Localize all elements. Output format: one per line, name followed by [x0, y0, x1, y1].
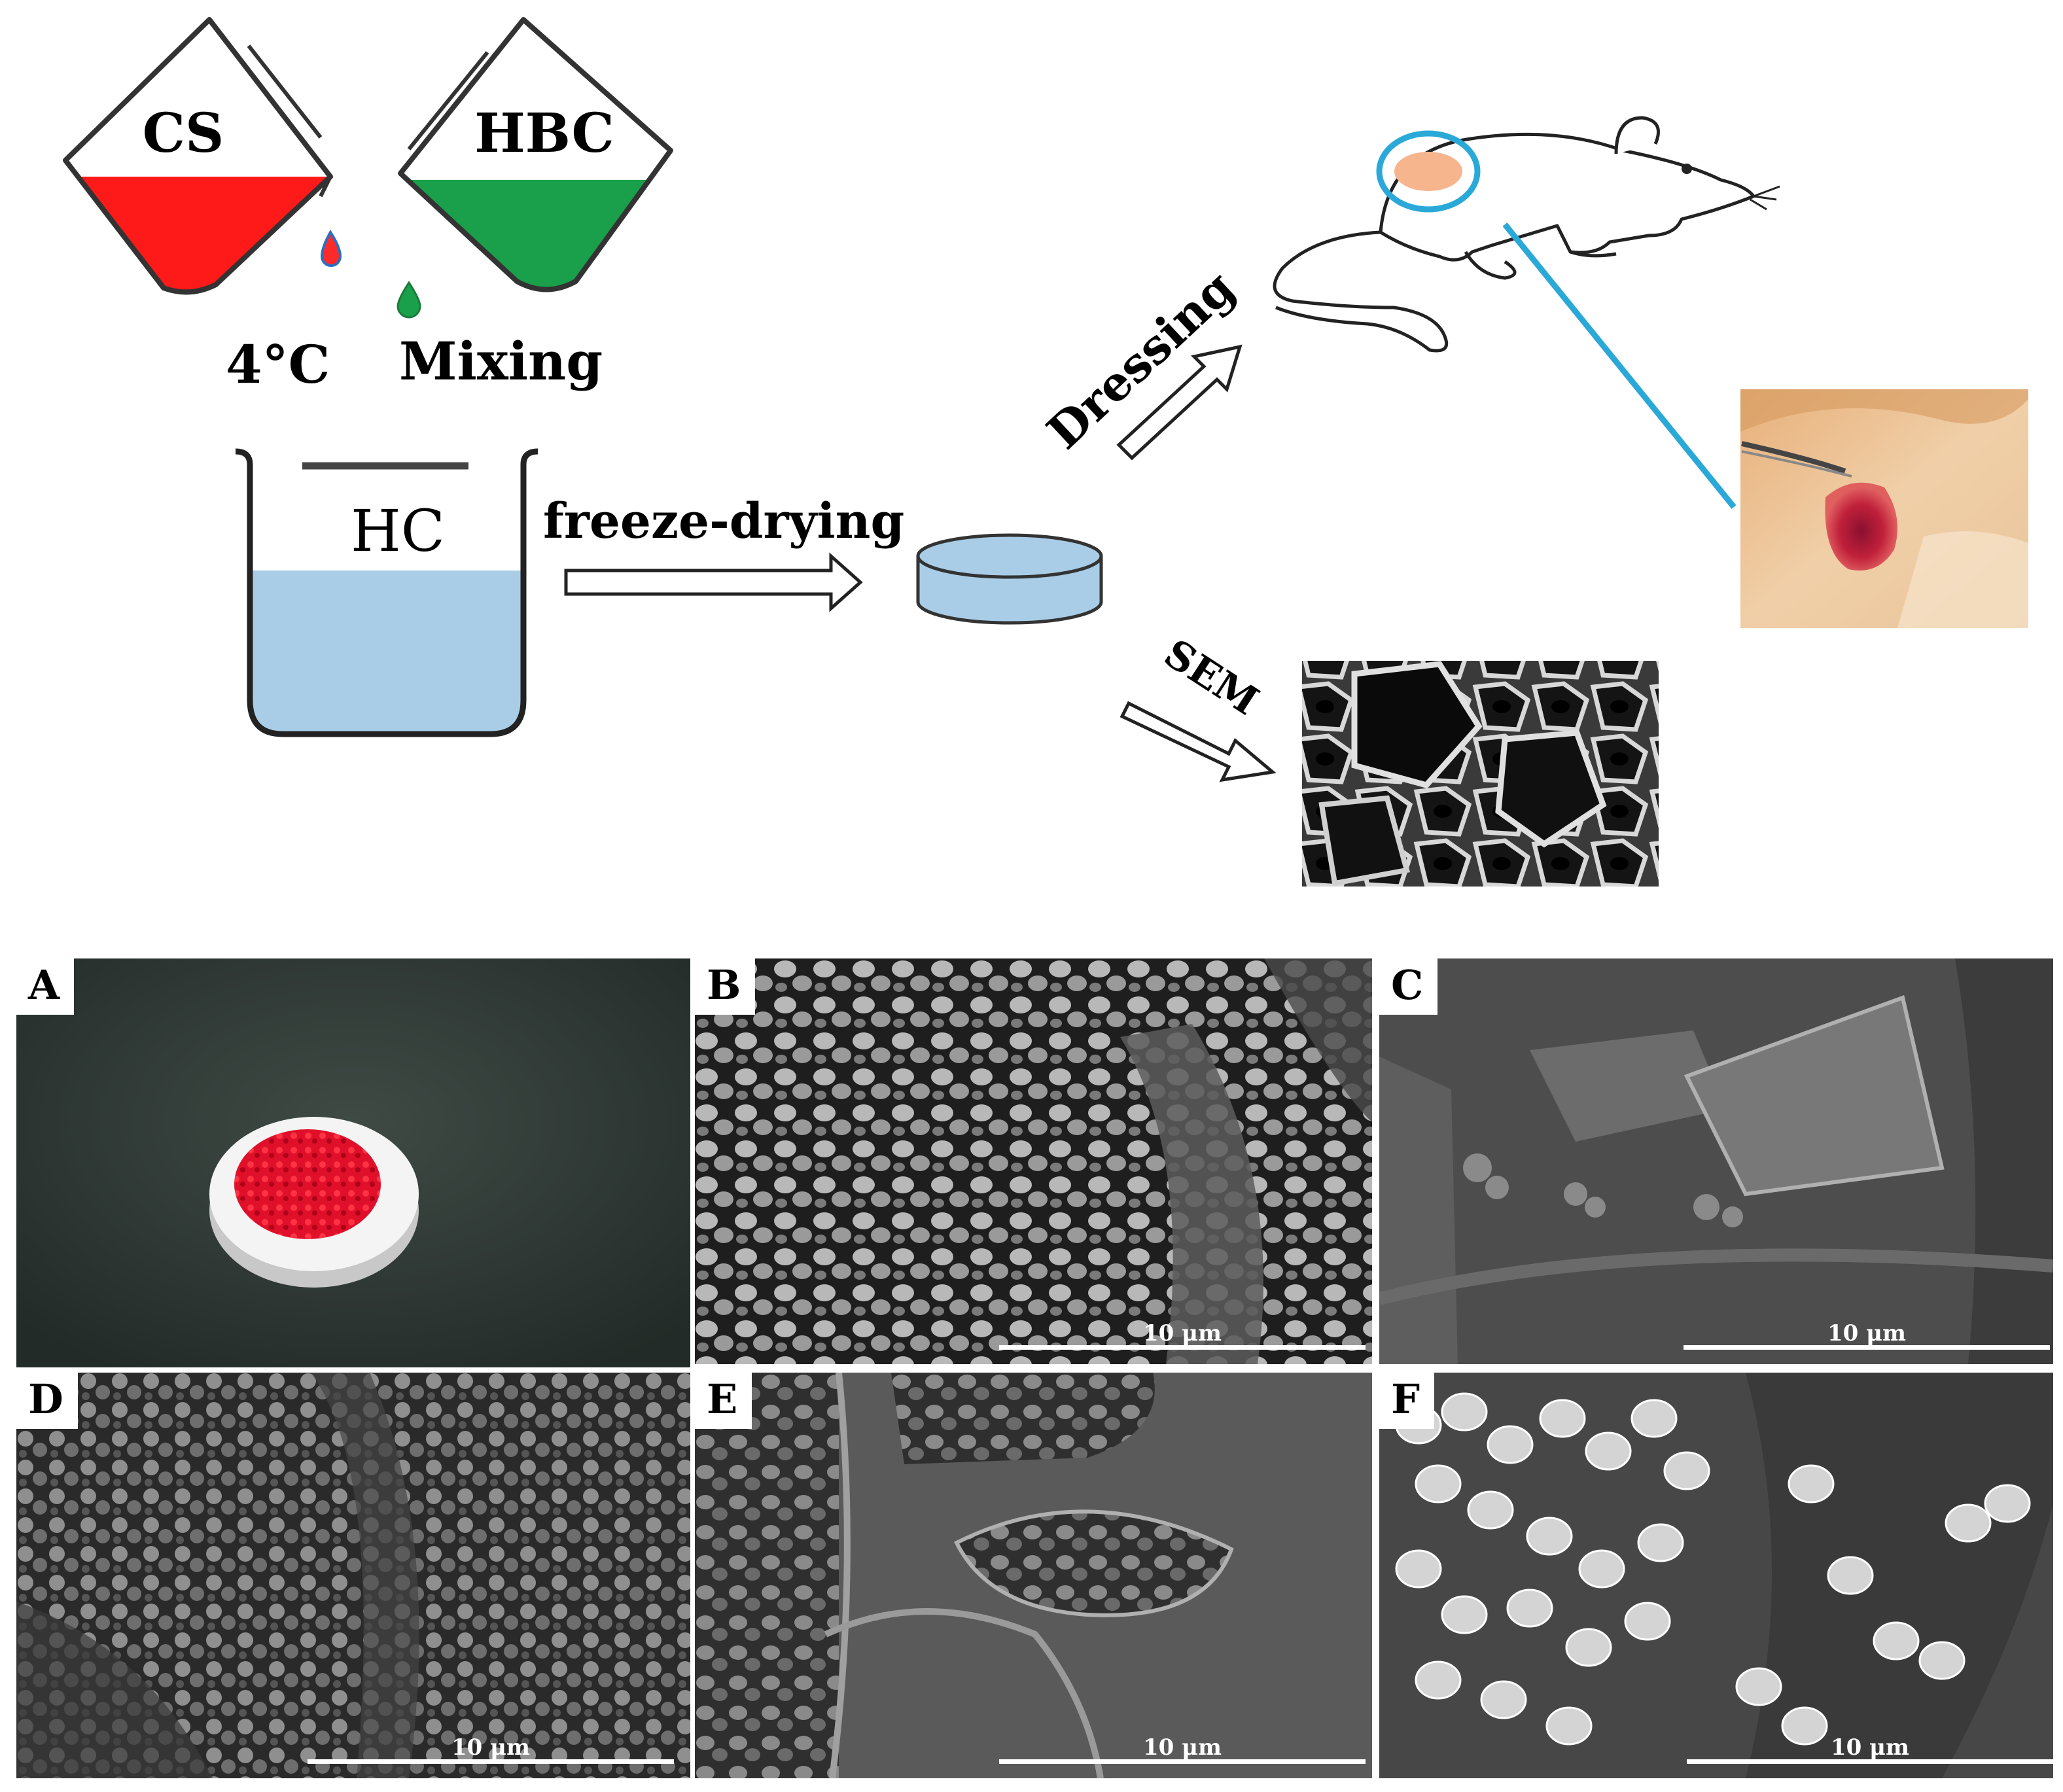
sem-arrow	[1120, 701, 1277, 782]
dressing-arrow	[1116, 344, 1243, 461]
panel-b: B 10 μm	[695, 958, 1372, 1364]
panel-e-label: E	[695, 1373, 752, 1429]
freeze-drying-arrow	[564, 552, 863, 612]
panel-e-scalebar: 10 μm	[999, 1736, 1366, 1766]
panel-d-scalebar: 10 μm	[308, 1736, 674, 1766]
panel-c-scalebar: 10 μm	[1684, 1322, 2050, 1352]
hbc-label: HBC	[474, 102, 614, 165]
wound-site-marker	[1376, 130, 1481, 213]
hc-beaker: HC	[235, 448, 538, 737]
mixing-label: Mixing	[399, 330, 603, 392]
cs-label: CS	[143, 102, 224, 165]
panel-b-label: B	[695, 958, 756, 1015]
sponge-disc	[916, 533, 1103, 625]
temperature-label: 4°C	[226, 334, 330, 395]
panel-f: F 10 μm	[1379, 1373, 2053, 1778]
panel-a-label: A	[16, 958, 75, 1015]
preparation-scheme: CS HBC 4°C Mixing HC freeze-drying Dress…	[63, 17, 2028, 887]
panel-d-label: D	[16, 1373, 78, 1429]
sem-label: SEM	[1156, 631, 1267, 724]
panel-a: A	[16, 958, 690, 1367]
cs-drop	[320, 230, 342, 267]
panel-c: C 10 μm	[1379, 958, 2053, 1364]
hbc-flask: HBC	[398, 17, 673, 292]
panel-f-scalebar: 10 μm	[1687, 1736, 2053, 1766]
panel-d: D 10 μm	[16, 1373, 690, 1778]
panel-e: E 10 μm	[695, 1373, 1372, 1778]
panel-f-label: F	[1379, 1373, 1435, 1429]
wound-photo	[1740, 389, 2028, 628]
rat-illustration	[1273, 116, 1780, 353]
pointer-line	[1502, 222, 1737, 509]
hbc-drop	[397, 281, 421, 319]
panel-b-scalebar: 10 μm	[999, 1322, 1366, 1352]
dressing-patch	[1394, 152, 1462, 191]
panel-c-label: C	[1379, 958, 1438, 1015]
freeze-drying-label: freeze-drying	[543, 493, 904, 550]
sem-thumbnail	[1302, 661, 1659, 887]
cs-flask: CS	[63, 17, 333, 295]
hc-label: HC	[351, 497, 445, 565]
